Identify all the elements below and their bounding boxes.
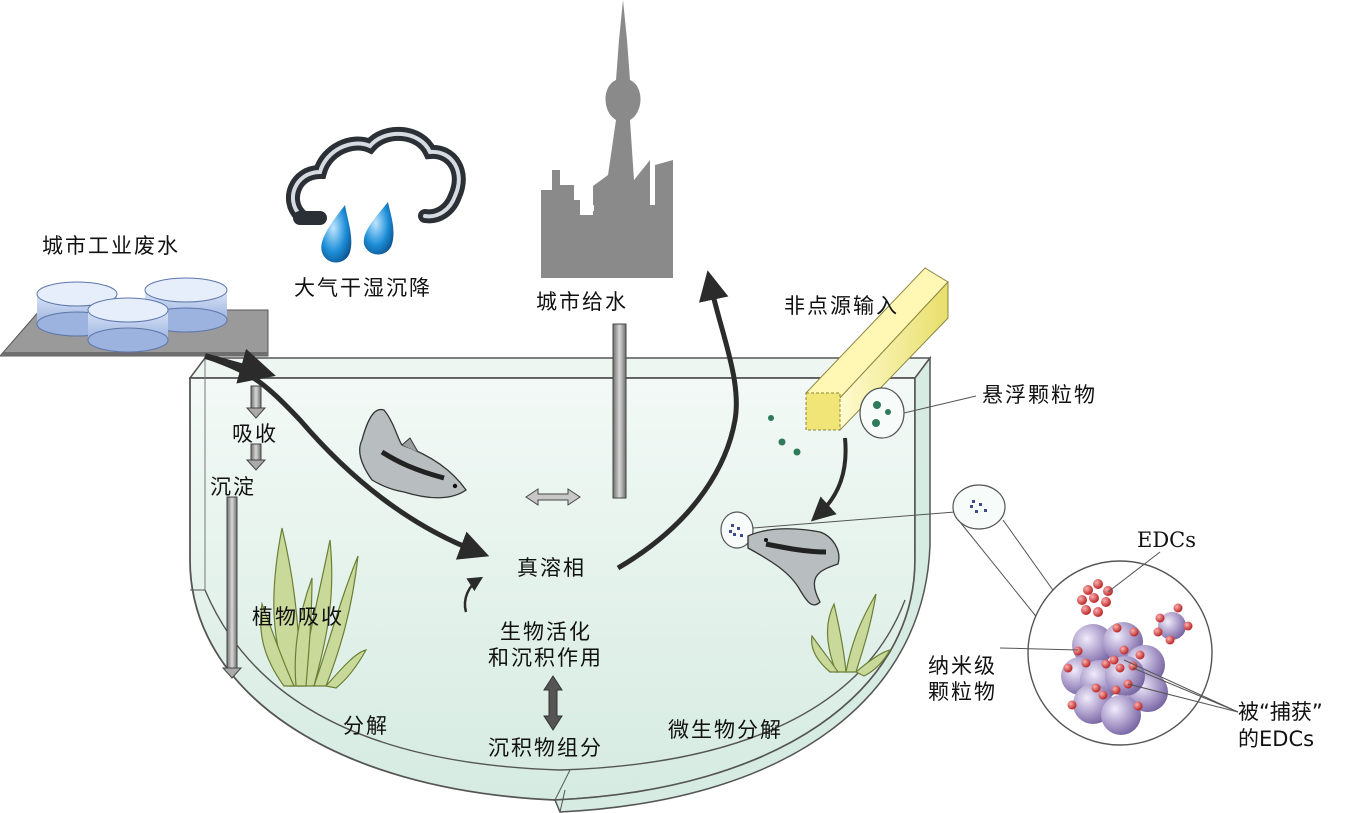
- edc-on-small-particle: [1153, 603, 1193, 645]
- label-nano-particles-2: 颗粒物: [928, 680, 997, 704]
- wastewater-tanks-icon: [0, 277, 269, 357]
- bioactivation-arrow: [463, 576, 484, 613]
- sedimentation-arrow-long: [221, 496, 243, 679]
- edc-bubble-small: [720, 511, 956, 549]
- label-captured-edcs-1: 被“捕获”: [1238, 700, 1323, 724]
- label-decomposition: 分解: [343, 714, 389, 738]
- sedimentation-arrow-top: [245, 443, 267, 471]
- sediment-double-arrow: [543, 675, 563, 731]
- absorption-arrow: [245, 385, 267, 419]
- label-captured-edcs-2: 的EDCs: [1238, 727, 1315, 751]
- label-nonpoint-input: 非点源输入: [784, 294, 899, 318]
- suspended-particle-dots: [768, 415, 801, 456]
- aquatic-plant-icon: [260, 527, 368, 689]
- aquatic-plant-icon-2: [811, 593, 892, 677]
- label-edcs: EDCs: [1137, 528, 1197, 552]
- nonpoint-beam-icon: [805, 267, 949, 432]
- edc-cluster-top: [1077, 579, 1113, 617]
- label-atmospheric-deposition: 大气干湿沉降: [294, 276, 432, 300]
- supply-outflow-arrow: [616, 270, 739, 571]
- nonpoint-inflow-arrow: [810, 437, 848, 522]
- label-suspended-particles: 悬浮颗粒物: [982, 383, 1097, 407]
- exchange-double-arrow: [525, 488, 581, 506]
- nanoparticle-magnify-circle: [999, 551, 1239, 746]
- label-industrial-wastewater: 城市工业废水: [42, 234, 180, 258]
- label-bioactivation-2: 和沉积作用: [488, 646, 603, 670]
- label-truly-dissolved-phase: 真溶相: [517, 556, 586, 580]
- label-sedimentation: 沉淀: [210, 475, 256, 499]
- fish-icon-2: [747, 528, 840, 606]
- label-nano-particles-1: 纳米级: [928, 654, 997, 678]
- rain-cloud-icon: [285, 127, 466, 263]
- water-tank: [188, 355, 932, 813]
- edc-bubble-medium: [952, 484, 1061, 631]
- captured-edc-dots: [1063, 623, 1145, 711]
- label-plant-uptake: 植物吸收: [252, 605, 344, 629]
- label-absorption: 吸收: [232, 422, 278, 446]
- label-city-water-supply: 城市给水: [536, 290, 628, 314]
- label-bioactivation-1: 生物活化: [500, 620, 592, 644]
- city-skyline-icon: [541, 0, 673, 278]
- label-microbial-decomposition: 微生物分解: [668, 718, 783, 742]
- fish-icon: [358, 408, 467, 499]
- suspended-particle-bubble: [859, 387, 977, 439]
- label-sediment-components: 沉积物组分: [488, 736, 603, 760]
- water-supply-pipe: [612, 323, 627, 499]
